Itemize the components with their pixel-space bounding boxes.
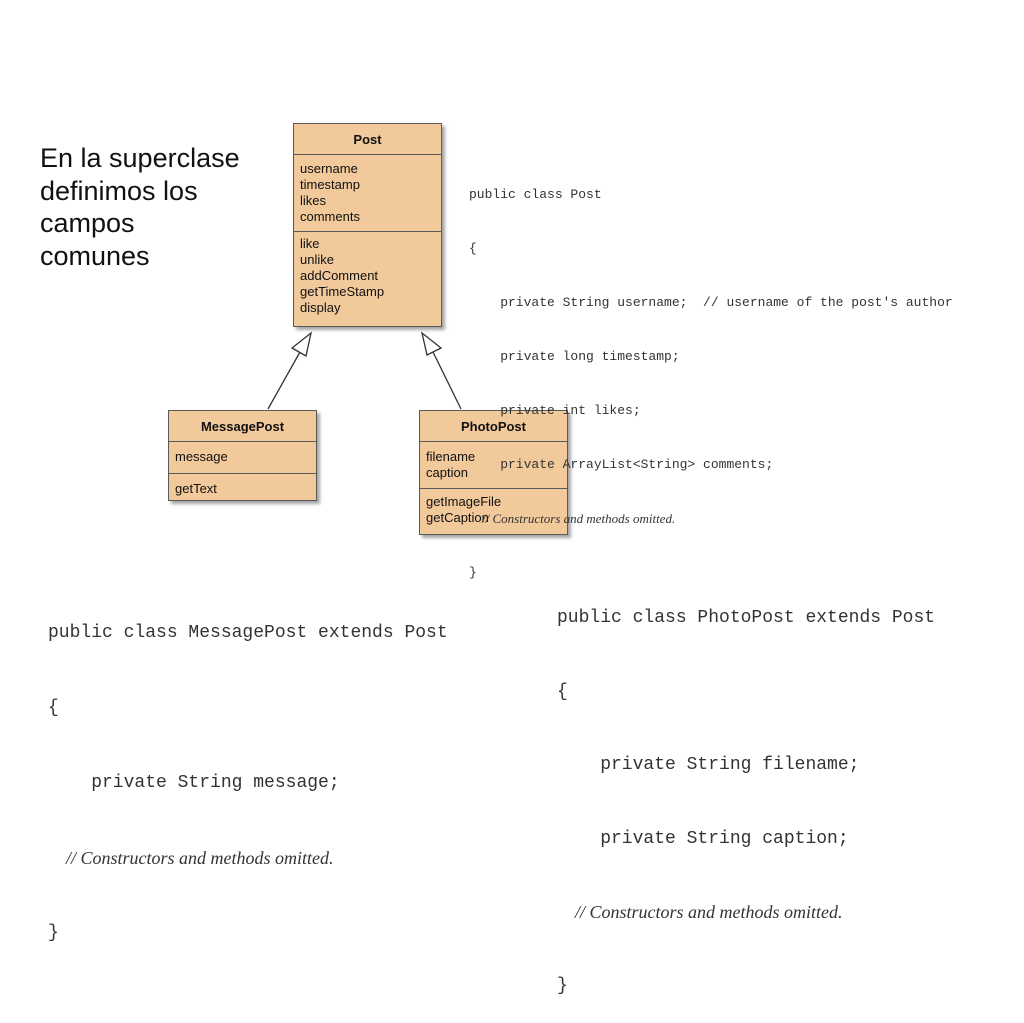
code-line: private ArrayList<String> comments; [469, 457, 774, 472]
class-fields: message [169, 442, 316, 473]
code-line: private long timestamp; [469, 349, 680, 364]
code-comment: // Constructors and methods omitted. [48, 848, 334, 868]
slide-caption: En la superclase definimos los campos co… [40, 142, 280, 272]
code-line: public class MessagePost extends Post [48, 623, 448, 643]
code-line: private String filename; [557, 755, 860, 775]
field: caption [426, 465, 468, 480]
code-block-post: public class Post { private String usern… [469, 150, 953, 600]
code-line: } [48, 923, 59, 943]
field: comments [300, 209, 360, 224]
code-comment: // Constructors and methods omitted. [469, 511, 676, 526]
class-name: Post [294, 124, 441, 155]
code-block-photopost: public class PhotoPost extends Post { pr… [557, 557, 935, 1023]
method: addComment [300, 268, 379, 283]
code-line: { [48, 698, 59, 718]
code-line: private String caption; [557, 828, 849, 849]
caption-line: definimos los [40, 175, 198, 206]
inheritance-line-messagepost [267, 351, 301, 410]
field: timestamp [300, 177, 360, 192]
class-fields: filename caption [420, 442, 567, 488]
inheritance-arrowhead-photopost [420, 331, 443, 356]
code-line: { [469, 241, 477, 256]
caption-line: En la superclase [40, 143, 240, 173]
method: getImageFile [426, 494, 502, 509]
inheritance-arrows [267, 331, 462, 410]
code-block-messagepost: public class MessagePost extends Post { … [48, 571, 448, 971]
method: getCaption [426, 510, 489, 525]
inheritance-line-photopost [432, 351, 462, 410]
caption-line: comunes [40, 240, 150, 271]
method: unlike [300, 252, 334, 267]
uml-class-messagepost: MessagePost message getText [168, 410, 317, 501]
code-line: public class PhotoPost extends Post [557, 608, 936, 628]
code-line: private String message; [48, 773, 340, 793]
code-line: { [557, 681, 568, 702]
field: filename [426, 449, 476, 464]
uml-class-post: Post username timestamp likes comments l… [293, 123, 442, 327]
method: display [300, 300, 341, 315]
field: likes [300, 193, 327, 208]
uml-class-photopost: PhotoPost filename caption getImageFile … [419, 410, 568, 535]
method: getTimeStamp [300, 284, 385, 299]
field: username [300, 161, 358, 176]
class-name: MessagePost [169, 411, 316, 442]
inheritance-arrowhead-messagepost [290, 331, 313, 358]
class-name: PhotoPost [420, 411, 567, 442]
code-line: public class Post [469, 187, 602, 202]
code-line: private String username; // username of … [469, 295, 953, 310]
class-fields: username timestamp likes comments [294, 155, 441, 231]
field: message [175, 449, 228, 464]
caption-line: campos [40, 208, 135, 238]
class-methods: getText [169, 473, 316, 497]
code-line: private int likes; [469, 403, 641, 418]
class-methods: like unlike addComment getTimeStamp disp… [294, 231, 441, 316]
class-methods: getImageFile getCaption [420, 488, 567, 526]
code-line: } [469, 565, 477, 580]
method: getText [175, 481, 217, 496]
code-line: } [557, 975, 568, 996]
method: like [300, 236, 320, 251]
code-comment: // Constructors and methods omitted. [557, 902, 843, 922]
